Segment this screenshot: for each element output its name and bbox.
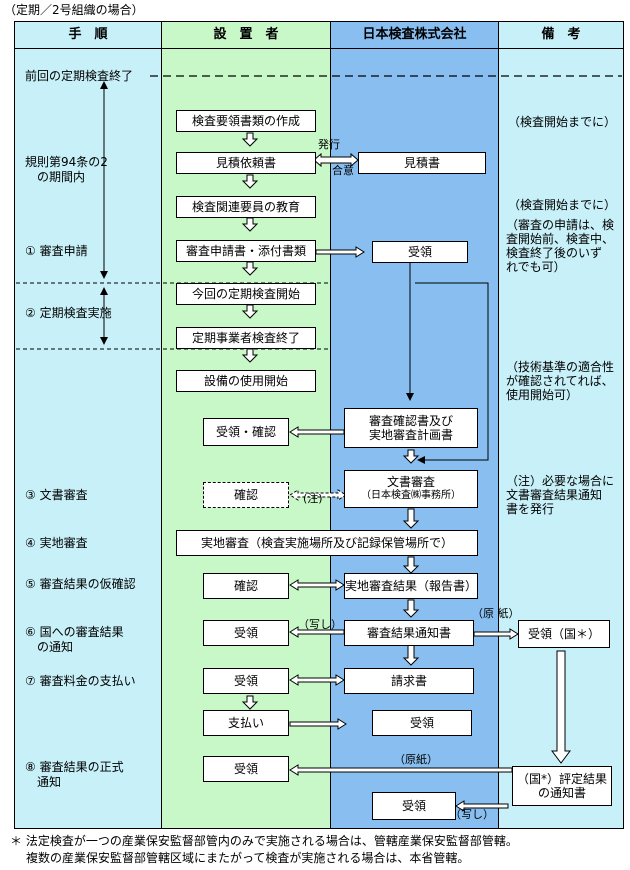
step-6-notify-state: ⑥ 国への審査結果 の通知 bbox=[25, 625, 124, 654]
step-previous-end: 前回の定期検査終了 bbox=[25, 69, 134, 83]
box-installer-receipt-formal: 受領 bbox=[203, 756, 289, 782]
header-remarks: 備 考 bbox=[498, 21, 624, 49]
header-procedure: 手 順 bbox=[14, 21, 162, 49]
remark-document-notice: （注）必要な場合に 文書審査結果通知 書を発行 bbox=[506, 474, 615, 516]
step-1-application: ① 審査申請 bbox=[25, 244, 88, 258]
remark-before-inspection-2: （検査開始までに） bbox=[508, 198, 617, 212]
step-5-provisional-confirmation: ⑤ 審査結果の仮確認 bbox=[25, 577, 136, 591]
box-provisional-confirm: 確認 bbox=[203, 573, 289, 599]
box-onsite-review: 実地審査（検査実施場所及び記録保管場所で） bbox=[176, 530, 478, 556]
box-payment: 支払い bbox=[203, 710, 289, 736]
box-document-review-location: （日本検査㈱事務所） bbox=[361, 490, 461, 501]
step-7-payment: ⑦ 審査料金の支払い bbox=[25, 674, 136, 688]
box-review-confirmation-line1: 審査確認書及び bbox=[368, 414, 453, 428]
header-company: 日本検査株式会社 bbox=[330, 21, 499, 49]
box-company-receipt-formal: 受領 bbox=[372, 792, 456, 820]
box-periodic-inspection-start: 今回の定期検査開始 bbox=[176, 283, 316, 305]
box-state-receipt: 受領（国＊） bbox=[518, 620, 610, 648]
label-agree: 合意 bbox=[332, 164, 354, 177]
step-3-document-review: ③ 文書審査 bbox=[25, 488, 88, 502]
box-invoice: 請求書 bbox=[344, 668, 474, 694]
remark-application-timing: （審査の申請は、検 査開始前、検査中、 検査終了後のいず れでも可） bbox=[506, 218, 615, 274]
box-installer-receipt-notice: 受領 bbox=[203, 620, 289, 646]
box-company-receipt: 受領 bbox=[372, 241, 468, 263]
label-copy: （写し） bbox=[298, 618, 342, 631]
box-staff-training: 検査関連要員の教育 bbox=[176, 196, 316, 218]
box-receipt-confirm: 受領・確認 bbox=[203, 418, 289, 446]
label-original: （原 紙） bbox=[472, 607, 520, 620]
step-4-onsite-review: ④ 実地審査 bbox=[25, 536, 88, 550]
step-8-formal-notice: ⑧ 審査結果の正式 通知 bbox=[25, 760, 124, 789]
box-review-confirmation-line2: 実地審査計画書 bbox=[368, 428, 453, 442]
label-original-2: （原紙） bbox=[394, 753, 438, 766]
box-state-evaluation-line1: （国*）評定結果 bbox=[516, 772, 607, 786]
box-state-evaluation-line2: の通知書 bbox=[537, 786, 586, 800]
box-company-receipt-payment: 受領 bbox=[372, 710, 472, 736]
box-quotation-request: 見積依頼書 bbox=[176, 152, 316, 174]
box-onsite-result-report: 実地審査結果（報告書） bbox=[344, 573, 478, 599]
box-business-inspection-end: 定期事業者検査終了 bbox=[176, 327, 316, 349]
box-document-review-title: 文書審査 bbox=[386, 475, 435, 489]
remark-usage-start: （技術基準の適合性 が確認されてれば、 使用開始可） bbox=[506, 360, 615, 402]
box-document-review: 文書審査 （日本検査㈱事務所） bbox=[344, 470, 478, 508]
box-create-procedure-docs: 検査要領書類の作成 bbox=[176, 110, 316, 132]
diagram-caption: （定期／2号組織の場合） bbox=[4, 3, 144, 17]
box-confirm-dashed: 確認 bbox=[203, 482, 289, 508]
box-state-evaluation-notice: （国*）評定結果 の通知書 bbox=[512, 766, 612, 806]
step-2-inspection: ② 定期検査実施 bbox=[25, 306, 112, 320]
box-start-equipment-use: 設備の使用開始 bbox=[176, 370, 316, 392]
footnote-2: 複数の産業保安監督部管轄区域にまたがって検査が実施される場合は、本省管轄。 bbox=[26, 851, 470, 865]
box-quotation: 見積書 bbox=[358, 152, 486, 174]
label-copy-2: （写し） bbox=[450, 808, 494, 821]
box-review-result-notice: 審査結果通知書 bbox=[344, 620, 474, 646]
box-review-confirmation-plan: 審査確認書及び 実地審査計画書 bbox=[344, 408, 478, 448]
remark-before-inspection-1: （検査開始までに） bbox=[508, 115, 617, 129]
step-rule94: 規則第94条の2 の期間内 bbox=[25, 155, 108, 184]
label-issue: 発行 bbox=[318, 138, 340, 151]
label-note: (注) bbox=[303, 492, 323, 505]
footnote-1: ＊ 法定検査が一つの産業保安監督部管内のみで実施される場合は、管轄産業保安監督部… bbox=[10, 834, 518, 848]
box-application-documents: 審査申請書・添付書類 bbox=[176, 240, 316, 262]
box-installer-receipt-invoice: 受領 bbox=[203, 668, 289, 694]
header-installer: 設 置 者 bbox=[161, 21, 331, 49]
